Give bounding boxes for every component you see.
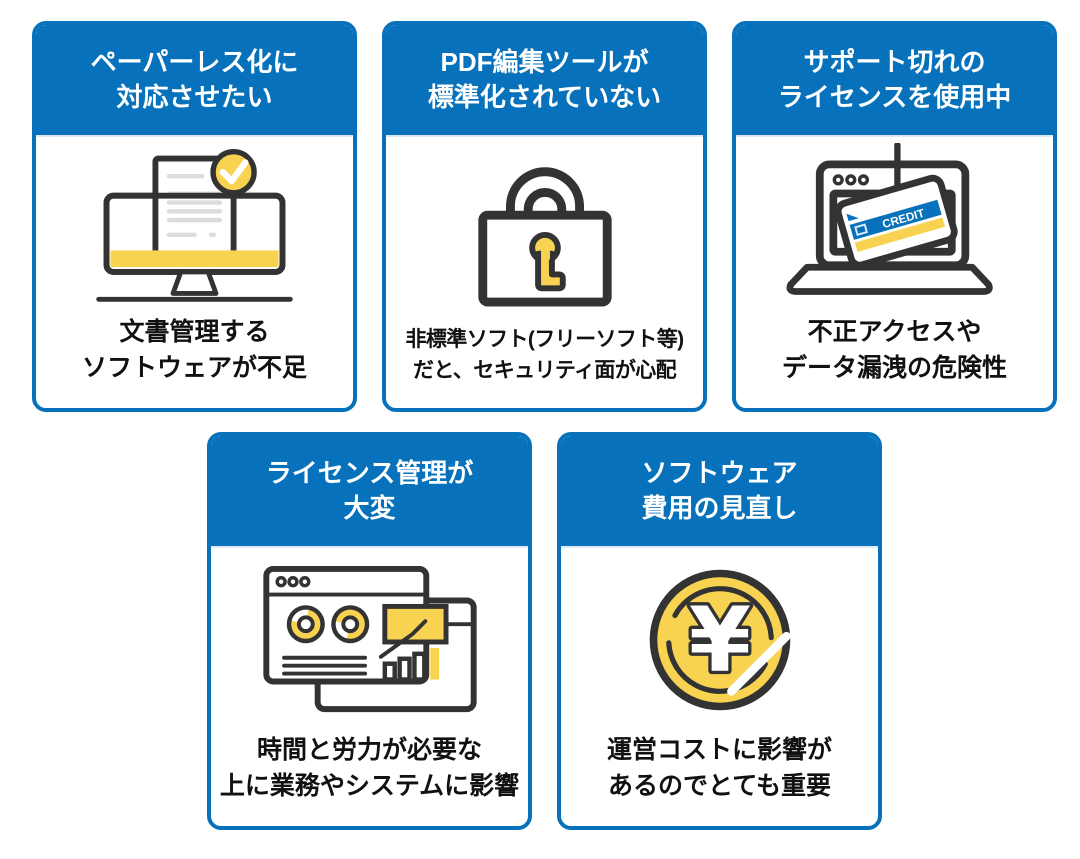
header-line: サポート切れの [803, 46, 986, 77]
card-paperless-header: ペーパーレス化に 対応させたい [36, 25, 353, 137]
caption-line: データ漏洩の危険性 [781, 353, 1007, 382]
yen-coin-icon: ¥ [561, 548, 878, 732]
caption-line: ソフトウェアが不足 [81, 353, 307, 382]
caption-line: 文書管理する [119, 317, 270, 346]
padlock-svg [477, 167, 612, 307]
yen-coin-svg: ¥ [649, 569, 791, 711]
card-paperless: ペーパーレス化に 対応させたい [32, 21, 357, 412]
header-line: ペーパーレス化に [90, 46, 299, 77]
caption-line: 時間と労力が必要な [256, 735, 482, 764]
header-line: ソフトウェア [641, 457, 798, 488]
header-line: 対応させたい [116, 82, 273, 112]
document-check-monitor-svg [96, 149, 293, 302]
card-license-header: ライセンス管理が 大変 [211, 436, 528, 548]
card-support-header: サポート切れの ライセンスを使用中 [736, 25, 1053, 137]
card-pdf-caption: 非標準ソフト(フリーソフト等) だと、セキュリティ面が心配 [386, 325, 703, 408]
header-line: 標準化されていない [427, 82, 662, 112]
padlock-icon [386, 137, 703, 325]
header-line: ライセンスを使用中 [777, 82, 1012, 112]
card-license-management: ライセンス管理が 大変 [207, 432, 532, 830]
yen-symbol: ¥ [688, 588, 750, 692]
card-pdf-tool-not-standardized: PDF編集ツールが 標準化されていない 非標準ソフト(フリーソフト等) だと、セ… [382, 21, 707, 412]
header-line: 費用の見直し [641, 493, 798, 523]
caption-line: 不正アクセスや [807, 317, 982, 346]
caption-line: だと、セキュリティ面が心配 [412, 358, 677, 382]
card-license-caption: 時間と労力が必要な 上に業務やシステムに影響 [211, 732, 528, 827]
card-support-caption: 不正アクセスや データ漏洩の危険性 [736, 314, 1053, 409]
document-check-monitor-icon [36, 137, 353, 314]
header-line: 大変 [343, 493, 396, 523]
phishing-laptop-svg: CREDIT [786, 142, 993, 295]
card-cost-caption: 運営コストに影響が あるのでとても重要 [561, 732, 878, 827]
dashboard-windows-svg [262, 565, 477, 712]
dashboard-windows-icon [211, 548, 528, 732]
card-paperless-caption: 文書管理する ソフトウェアが不足 [36, 314, 353, 409]
top-row: ペーパーレス化に 対応させたい [32, 21, 1057, 412]
card-pdf-header: PDF編集ツールが 標準化されていない [386, 25, 703, 137]
card-cost-header: ソフトウェア 費用の見直し [561, 436, 878, 548]
card-software-cost-review: ソフトウェア 費用の見直し ¥ 運営コストに影響が あるのでとても重要 [557, 432, 882, 830]
header-line: PDF編集ツールが [440, 46, 649, 77]
caption-line: 非標準ソフト(フリーソフト等) [405, 328, 685, 352]
card-support-expired-license: サポート切れの ライセンスを使用中 [732, 21, 1057, 412]
caption-line: 運営コストに影響が [606, 735, 832, 764]
phishing-laptop-icon: CREDIT [736, 137, 1053, 314]
header-line: ライセンス管理が [265, 457, 474, 488]
caption-line: 上に業務やシステムに影響 [219, 771, 520, 800]
bottom-row: ライセンス管理が 大変 [207, 432, 882, 830]
caption-line: あるのでとても重要 [607, 771, 831, 800]
